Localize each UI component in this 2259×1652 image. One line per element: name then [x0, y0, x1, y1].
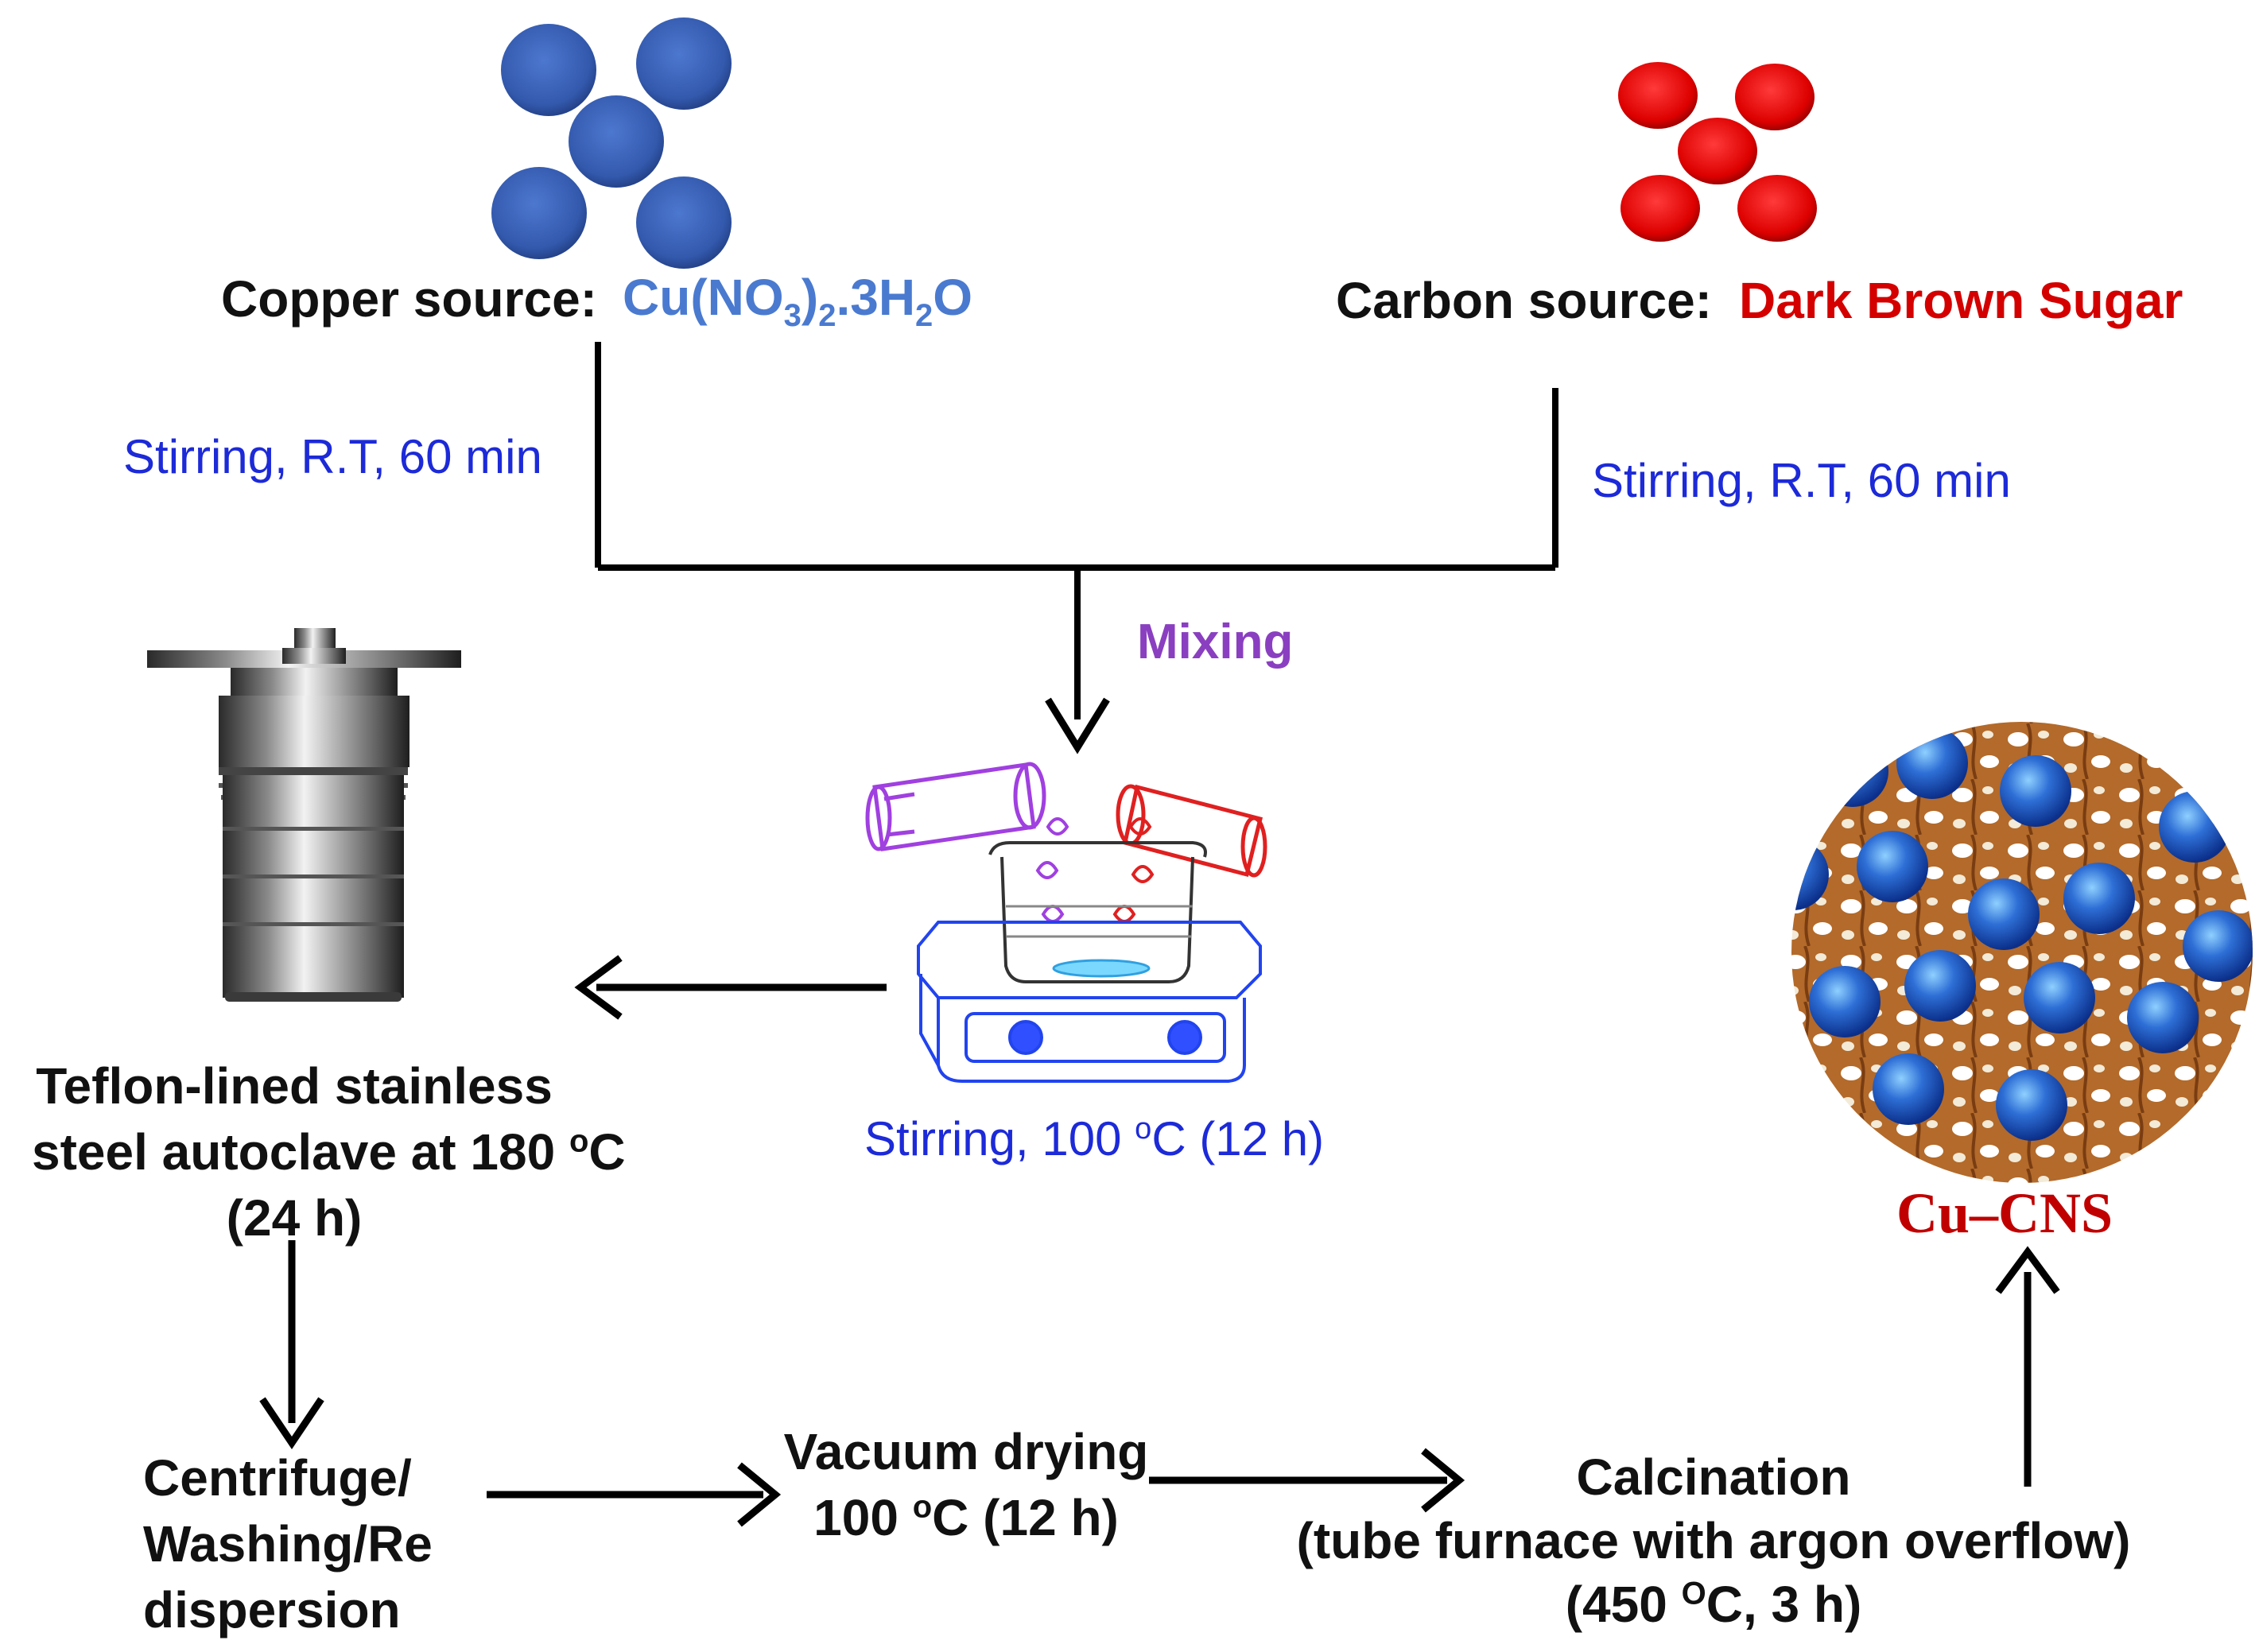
merge-bracket-lines [595, 342, 1558, 719]
carbon-source-label: Carbon source: [1336, 272, 1712, 329]
centrifuge-step-label: Centrifuge/ Washing/Re dispersion [143, 1449, 433, 1639]
product-label: Cu–CNS [1896, 1181, 2113, 1245]
carbon-source-pellets-icon [1618, 62, 1817, 242]
carbon-stir-label: Stirring, R.T, 60 min [1592, 454, 2011, 507]
copper-source-label: Copper source: [221, 270, 597, 328]
copper-formula: Cu(NO3)2.3H2O [623, 269, 973, 333]
calcination-step-label: Calcination (tube furnace with argon ove… [1296, 1448, 2131, 1633]
copper-source-pellets-icon [491, 17, 732, 269]
mixing-arrow-head [1045, 697, 1110, 754]
autoclave-icon [147, 628, 461, 1002]
drying-step-label: Vacuum drying 100 oC (12 h) [783, 1423, 1149, 1547]
cu-cns-product-sphere-icon [1791, 722, 2253, 1183]
carbon-source-name: Dark Brown Sugar [1739, 272, 2183, 329]
mixing-label: Mixing [1137, 615, 1294, 669]
hotplate-beaker-icon [865, 762, 1267, 1083]
autoclave-step-label: Teflon-lined stainless steel autoclave a… [32, 1057, 626, 1247]
copper-stir-label: Stirring, R.T, 60 min [123, 430, 542, 483]
hotplate-stir-label: Stirring, 100 oC (12 h) [864, 1112, 1325, 1165]
